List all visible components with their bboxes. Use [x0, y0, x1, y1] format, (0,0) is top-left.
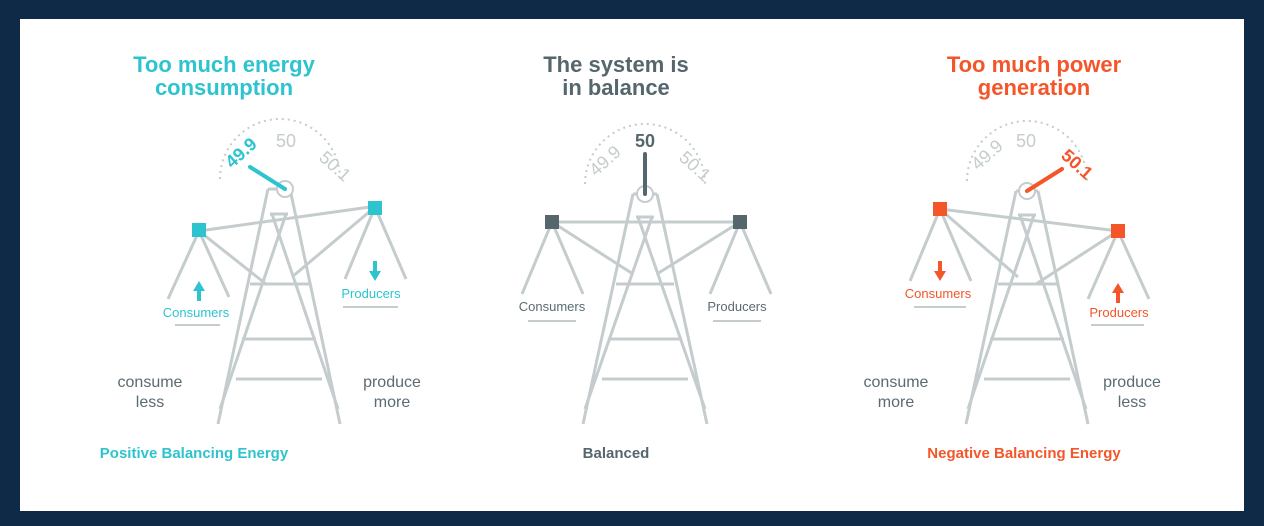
left-action-line1: consume [864, 374, 929, 391]
panel-title: Too much energy consumption [20, 53, 428, 99]
consumers-label: Consumers [905, 286, 972, 301]
left-action-line2: more [878, 394, 915, 411]
panel-footer: Balanced [582, 445, 650, 462]
panel-generation: Too much power generation 49.9 50 50.1 [836, 19, 1244, 511]
title-line-2: generation [977, 75, 1091, 100]
title-line-1: Too much power [946, 52, 1122, 77]
consumers-label: Consumers [163, 305, 230, 320]
panel-title: The system is in balance [412, 53, 820, 99]
tower-diagram: 49.9 50 50.1 Consumers Producers consume… [118, 118, 421, 425]
gauge-label-center: 50 [1016, 131, 1036, 151]
gauge-label-right: 50.1 [675, 147, 714, 185]
consumer-node [192, 223, 206, 237]
consumer-node [545, 215, 559, 229]
panel-consumption: Too much energy consumption 49.9 50 50.1 [20, 19, 428, 511]
tower-diagram: 49.9 50 50.1 Consumers Producers consume… [864, 120, 1161, 425]
gauge-label-left: 49.9 [585, 142, 624, 180]
title-line-2: in balance [562, 75, 670, 100]
producer-node [1111, 224, 1125, 238]
panel-balanced: The system is in balance 49.9 50 50.1 Co… [428, 19, 836, 511]
gauge-label-center: 50 [635, 131, 655, 151]
consumer-node [933, 202, 947, 216]
infographic-card: Too much energy consumption 49.9 50 50.1 [20, 19, 1244, 511]
gauge-label-left: 49.9 [967, 136, 1006, 174]
right-action-line2: less [1118, 394, 1146, 411]
tower-diagram: 49.9 50 50.1 Consumers Producers [519, 123, 773, 425]
right-action-line2: more [374, 394, 411, 411]
panel-title: Too much power generation [830, 53, 1238, 99]
panel-footer: Positive Balancing Energy [99, 445, 289, 462]
gauge-needle [248, 165, 287, 191]
arrow-up-icon [1112, 283, 1124, 303]
consumers-label: Consumers [519, 299, 586, 314]
gauge-label-right: 50.1 [315, 147, 354, 185]
right-action-line1: produce [1103, 374, 1161, 391]
right-action-line1: produce [363, 374, 421, 391]
producer-node [368, 201, 382, 215]
arrow-up-icon [193, 281, 205, 301]
producers-label: Producers [341, 286, 401, 301]
producer-node [733, 215, 747, 229]
left-action-line1: consume [118, 374, 183, 391]
producers-label: Producers [707, 299, 767, 314]
panel-footer: Negative Balancing Energy [927, 445, 1121, 462]
title-line-1: Too much energy [133, 52, 315, 77]
title-line-2: consumption [154, 75, 294, 100]
title-line-1: The system is [543, 52, 689, 77]
producers-label: Producers [1089, 305, 1149, 320]
left-action-line2: less [136, 394, 164, 411]
arrow-down-icon [934, 261, 946, 281]
gauge-needle [1025, 167, 1064, 193]
gauge-label-center: 50 [276, 131, 296, 151]
gauge-label-left: 49.9 [221, 134, 260, 172]
gauge-label-right: 50.1 [1057, 145, 1096, 183]
arrow-down-icon [369, 261, 381, 281]
